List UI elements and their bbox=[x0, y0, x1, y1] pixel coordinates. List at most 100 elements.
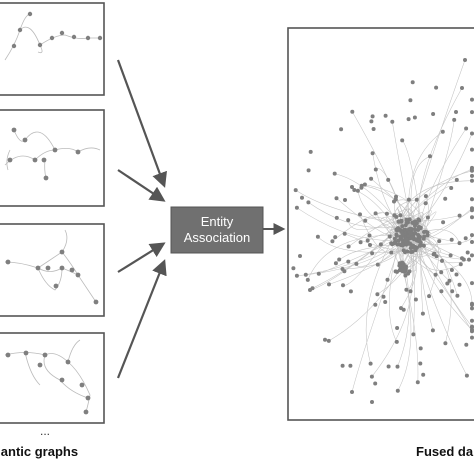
fused-edge bbox=[347, 220, 399, 231]
fused-node bbox=[470, 301, 474, 306]
fused-node bbox=[470, 206, 474, 211]
fused-node bbox=[421, 372, 426, 377]
fused-edge bbox=[365, 228, 399, 364]
fused-node bbox=[384, 211, 389, 216]
fused-node bbox=[414, 197, 419, 202]
fused-edge bbox=[419, 224, 434, 331]
fused-node bbox=[470, 173, 474, 178]
fused-node bbox=[460, 256, 464, 261]
fused-node bbox=[323, 337, 327, 342]
semantic-graph-panel-2 bbox=[0, 109, 105, 207]
fused-node bbox=[330, 239, 335, 244]
fused-node bbox=[458, 262, 463, 267]
fused-node bbox=[470, 233, 474, 238]
fused-node bbox=[368, 361, 373, 366]
fused-node bbox=[449, 237, 454, 242]
fused-node bbox=[417, 218, 422, 223]
fused-node bbox=[454, 272, 459, 277]
fused-node bbox=[437, 239, 442, 244]
fused-node bbox=[395, 388, 400, 393]
fused-edge bbox=[419, 236, 452, 344]
fused-node bbox=[393, 269, 398, 274]
fused-node bbox=[416, 227, 421, 232]
fused-node bbox=[417, 243, 422, 248]
fused-node bbox=[445, 281, 450, 286]
fused-node bbox=[358, 212, 362, 217]
fused-node bbox=[334, 196, 339, 201]
fused-node bbox=[305, 277, 310, 282]
fused-node bbox=[306, 168, 311, 173]
fused-node bbox=[400, 232, 405, 237]
fused-node bbox=[430, 328, 435, 333]
fused-node bbox=[369, 119, 374, 124]
fused-node bbox=[389, 250, 394, 255]
fused-node bbox=[398, 213, 403, 218]
fused-node bbox=[411, 243, 416, 248]
fused-node bbox=[308, 149, 313, 154]
fused-node bbox=[418, 361, 423, 366]
fused-node bbox=[294, 273, 299, 278]
fused-node bbox=[413, 227, 417, 232]
fused-node bbox=[418, 240, 423, 245]
fused-node bbox=[470, 97, 474, 102]
fused-graph-panel bbox=[287, 27, 474, 421]
fused-edge bbox=[401, 140, 423, 228]
fused-node bbox=[354, 261, 359, 266]
fused-node bbox=[358, 240, 363, 245]
fused-node bbox=[373, 381, 378, 386]
fused-node bbox=[387, 234, 392, 239]
fused-node bbox=[370, 114, 375, 119]
fused-node bbox=[339, 127, 344, 132]
fused-node bbox=[448, 253, 453, 258]
fused-node bbox=[399, 306, 403, 311]
fused-node bbox=[300, 195, 304, 200]
fused-node bbox=[400, 224, 405, 229]
fused-node bbox=[411, 332, 416, 337]
fused-node bbox=[359, 185, 364, 190]
fused-node bbox=[392, 213, 397, 218]
fused-edge bbox=[351, 237, 404, 393]
fused-node bbox=[407, 217, 412, 222]
fused-node bbox=[454, 110, 458, 114]
fused-node bbox=[350, 185, 354, 189]
fused-node bbox=[409, 235, 414, 240]
fused-node bbox=[369, 374, 374, 379]
fused-node bbox=[334, 215, 339, 220]
fused-node bbox=[316, 271, 321, 276]
fused-node bbox=[340, 363, 345, 368]
fused-node bbox=[355, 188, 360, 193]
entity-association-box bbox=[170, 206, 264, 254]
fused-node bbox=[327, 282, 331, 287]
fused-node bbox=[434, 85, 439, 90]
fused-node bbox=[397, 227, 402, 232]
fused-node bbox=[397, 268, 402, 273]
fused-node bbox=[370, 151, 375, 156]
fused-node bbox=[346, 244, 351, 249]
fused-node bbox=[464, 126, 469, 131]
fused-node bbox=[343, 198, 347, 202]
fused-node bbox=[405, 249, 410, 254]
fused-node bbox=[294, 205, 299, 210]
fused-node bbox=[406, 117, 411, 122]
fused-node bbox=[298, 254, 302, 258]
fused-node bbox=[463, 58, 467, 62]
fused-node bbox=[439, 289, 444, 294]
fused-edge bbox=[385, 216, 409, 234]
fused-node bbox=[470, 281, 474, 286]
fused-node bbox=[363, 218, 368, 223]
fused-node bbox=[427, 294, 432, 299]
fused-node bbox=[342, 269, 347, 274]
fused-node bbox=[315, 234, 320, 239]
fused-node bbox=[400, 260, 405, 265]
fused-node bbox=[428, 154, 432, 159]
fused-node bbox=[392, 199, 396, 204]
fused-node bbox=[332, 171, 337, 176]
fused-node bbox=[383, 113, 388, 118]
fused-node bbox=[408, 98, 413, 103]
fused-node bbox=[470, 306, 474, 311]
fused-node bbox=[348, 289, 353, 294]
fused-node bbox=[367, 233, 372, 238]
fused-node bbox=[394, 232, 399, 237]
fused-edge bbox=[397, 246, 436, 276]
